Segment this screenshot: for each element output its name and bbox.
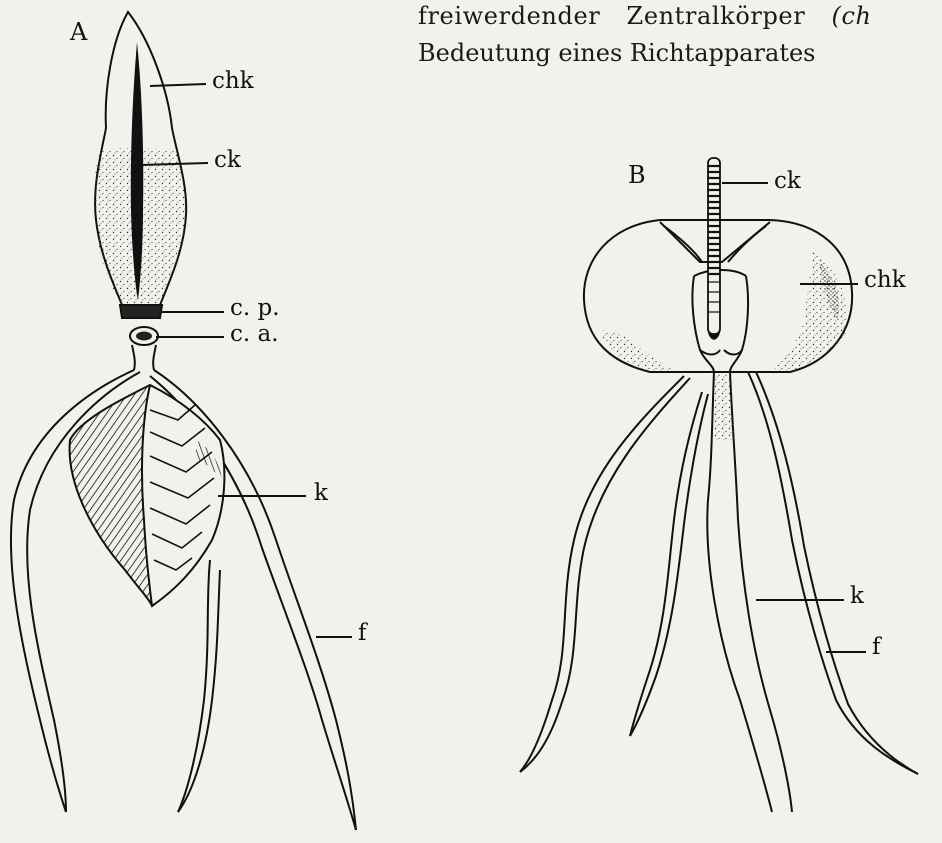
figure-b-letter: B: [628, 163, 646, 187]
figure-b-label-ck: ck: [774, 170, 801, 193]
figure-a-label-chk: chk: [212, 70, 254, 93]
figure-b-label-chk: chk: [864, 269, 906, 292]
figure-a-letter: A: [70, 20, 87, 44]
figure-b-label-f: f: [872, 636, 881, 659]
figure-a-label-cp: c. p.: [230, 297, 280, 320]
figure-a-label-k: k: [314, 482, 328, 505]
figure-a-drawing: [11, 12, 356, 830]
leader-a-chk: [150, 84, 206, 86]
figure-a-label-ck: ck: [214, 149, 241, 172]
figure-b-label-k: k: [850, 585, 864, 608]
figure-b-flagellum-right: [748, 372, 918, 774]
figure-a-label-ca: c. a.: [230, 323, 279, 346]
figure-a-cp: [120, 305, 162, 318]
figure-b-ck-rod: [708, 158, 720, 334]
figure-a-label-f: f: [358, 622, 367, 645]
figure-b-flagellum-left: [520, 376, 684, 772]
